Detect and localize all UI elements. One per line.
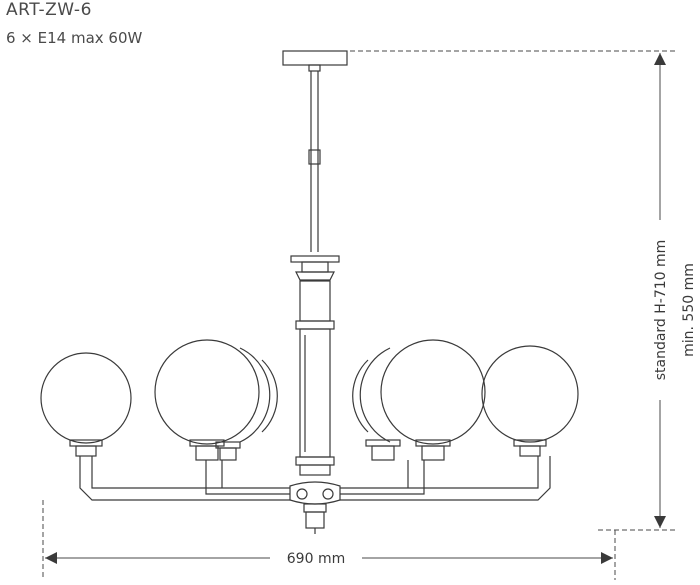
globe-inner-left-back: [215, 347, 278, 461]
width-label: 690 mm: [287, 551, 345, 567]
globe-inner-left-front: [154, 339, 260, 461]
ceiling-canopy: [282, 50, 348, 66]
globe-far-right: [481, 345, 579, 457]
globe-inner-right-front: [380, 339, 486, 461]
arm-bars: [79, 456, 551, 501]
center-hub: [289, 481, 341, 534]
height-min-label: min. 550 mm: [681, 263, 697, 357]
lamp-spec: 6 × E14 max 60W: [6, 29, 143, 47]
suspension-rod: [308, 71, 321, 252]
globe-far-left: [40, 352, 132, 457]
column-cap: [290, 255, 340, 281]
globe-inner-right-back: [352, 347, 401, 461]
central-column: [295, 280, 335, 476]
model-code: ART-ZW-6: [6, 0, 92, 20]
dimension-lines: [42, 50, 678, 580]
canopy-neck: [308, 64, 321, 72]
height-standard-label: standard H-710 mm: [653, 240, 669, 381]
